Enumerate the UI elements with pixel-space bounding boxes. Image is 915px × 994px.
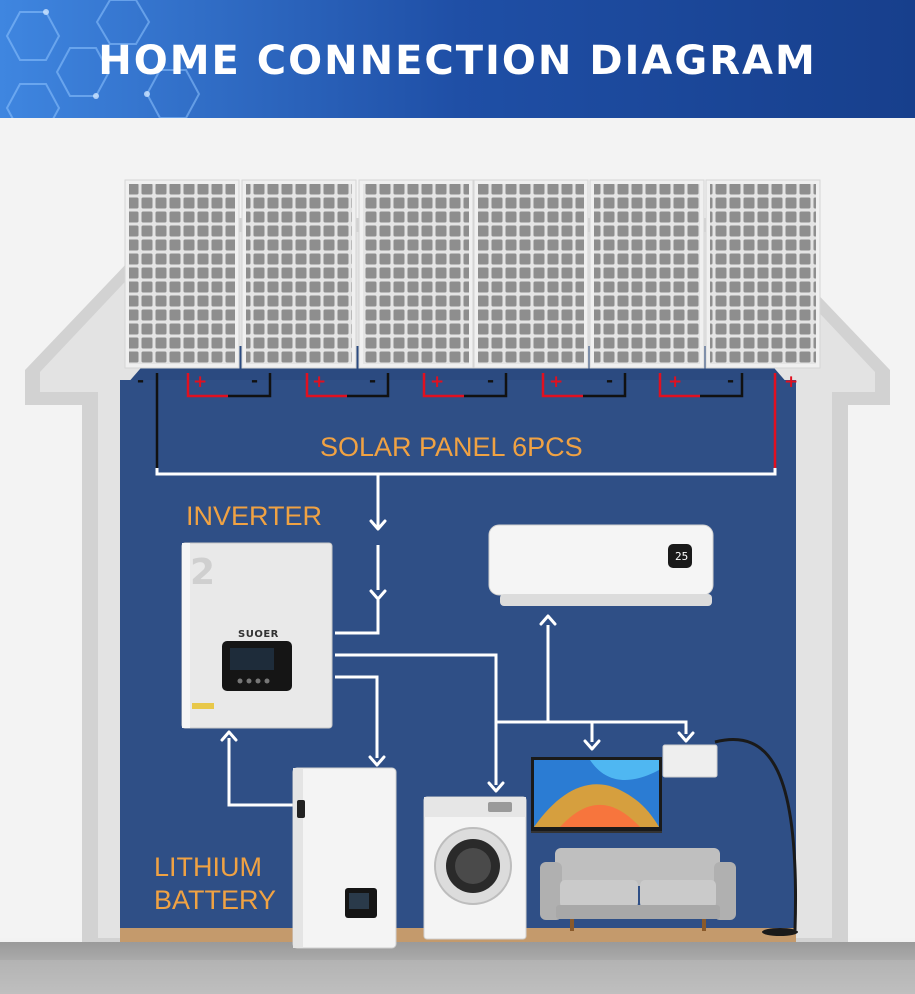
page-title: HOME CONNECTION DIAGRAM [98,38,817,84]
terminal-negative: - [727,371,735,391]
wire-appliance-bus [496,720,688,734]
battery-label-line1: LITHIUM [154,852,262,882]
lithium-battery [292,767,397,949]
terminal-negative: - [606,371,614,391]
wire-to-washer [335,653,498,785]
sofa [540,848,736,931]
solar-panel [358,179,474,369]
title-banner [0,0,915,133]
solar-panel [705,179,821,369]
battery-label-line2: BATTERY [154,885,277,915]
terminal-positive: + [784,372,799,392]
terminal-positive: + [312,372,327,392]
air-conditioner [488,524,714,606]
terminal-positive: + [668,372,683,392]
ac-display [668,544,692,568]
terminal-negative: - [251,371,259,391]
wire-to-battery [335,675,379,758]
wire-panel-bus [155,468,777,476]
terminal-positive: + [549,372,564,392]
power-wiring [155,468,777,807]
series-wiring [155,373,777,468]
terminal-positive: + [193,372,208,392]
terminal-positive: + [430,372,445,392]
terminal-negative: - [487,371,495,391]
solar-panel [241,179,357,369]
flow-arrows [220,519,695,793]
solar-panel [473,179,589,369]
washing-machine [423,796,527,940]
terminal-negative: - [137,371,145,391]
inverter-unit [181,542,333,729]
solar-panel [589,179,705,369]
solar-panel-label: SOLAR PANEL 6PCS [320,432,583,462]
floor-lamp [662,737,798,936]
inverter-model-number: 2 [190,552,216,593]
ac-display-reading: 25 [675,550,689,563]
battery-label: LITHIUM BATTERY [154,851,276,917]
inverter-label: INVERTER [186,501,323,531]
wire-battery-to-inverter [227,738,293,807]
television [531,757,662,833]
inverter-screen [230,648,274,670]
terminal-negative: - [369,371,377,391]
warning-sticker [192,703,214,709]
inverter-brand: SUOER [238,629,279,640]
solar-panel [124,179,240,369]
solar-panel-array [124,179,821,369]
